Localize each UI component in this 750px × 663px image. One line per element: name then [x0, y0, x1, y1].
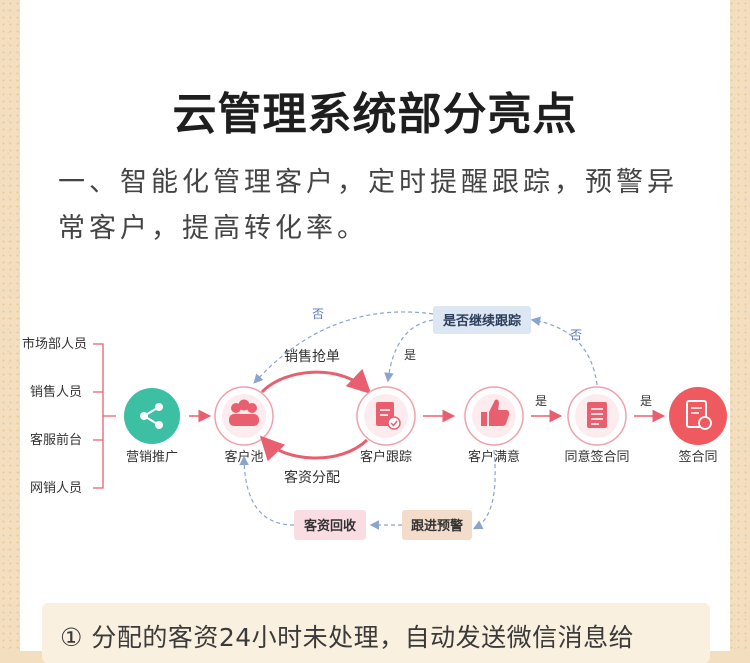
edge-label-yes-2: 是 — [535, 394, 547, 408]
thumbs-up-icon — [481, 399, 510, 426]
arrow-continue-no — [253, 311, 434, 384]
list-document-icon — [587, 402, 607, 428]
edge-label-allocate: 客资分配 — [284, 469, 340, 486]
arrow-recycle-pool — [239, 455, 295, 526]
box-label-continue-follow: 是否继续跟踪 — [442, 313, 521, 329]
node-follow: 客户跟踪 — [356, 386, 416, 465]
source-item: 销售人员 — [30, 384, 82, 400]
edge-label-grab: 销售抢单 — [284, 348, 340, 365]
users-icon — [229, 399, 259, 426]
arrow-satisfied-warning — [472, 449, 496, 530]
box-recycle — [294, 510, 366, 540]
crm-flow-diagram: 市场部人员 销售人员 客服前台 网销人员 营销推广 客户池 销售抢单 客资分配 — [22, 306, 727, 540]
node-sign: 签合同 — [669, 387, 727, 465]
node-marketing: 营销推广 — [124, 388, 180, 465]
arrow-allocate — [259, 435, 369, 462]
box-continue-follow — [433, 306, 531, 334]
arrow-continue-yes — [384, 319, 434, 383]
node-label-pool: 客户池 — [224, 449, 263, 465]
edge-label-no-1: 否 — [312, 307, 324, 321]
source-item: 市场部人员 — [22, 336, 87, 352]
contract-seal-icon — [686, 400, 712, 430]
node-agree: 同意签合同 — [564, 386, 630, 465]
arrow-grab — [260, 368, 372, 395]
edge-label-no-2: 否 — [570, 328, 582, 342]
document-check-icon — [376, 402, 401, 430]
box-label-follow-warning: 跟进预警 — [411, 518, 463, 534]
box-label-recycle: 客资回收 — [304, 518, 357, 534]
edge-label-yes-1: 是 — [404, 348, 416, 362]
edge-label-yes-3: 是 — [640, 394, 652, 408]
node-label-sign: 签合同 — [678, 449, 717, 465]
arrow-agree-no — [530, 316, 598, 386]
source-list: 市场部人员 销售人员 客服前台 网销人员 — [22, 336, 116, 496]
share-icon — [140, 403, 163, 429]
node-label-satisfied: 客户满意 — [468, 449, 520, 465]
node-label-agree: 同意签合同 — [564, 449, 629, 465]
content-card — [20, 0, 730, 651]
node-label-follow: 客户跟踪 — [360, 449, 412, 465]
node-label-marketing: 营销推广 — [126, 450, 178, 465]
source-item: 网销人员 — [30, 481, 82, 496]
box-follow-warning — [402, 510, 472, 540]
feature-banner-text: ① 分配的客资24小时未处理，自动发送微信消息给 — [60, 623, 635, 652]
node-pool: 客户池 — [214, 386, 274, 465]
node-satisfied: 客户满意 — [464, 386, 524, 465]
page-title: 云管理系统部分亮点 — [172, 89, 578, 140]
source-bracket — [93, 343, 116, 489]
source-item: 客服前台 — [30, 432, 82, 448]
intro-paragraph: 一、智能化管理客户，定时提醒跟踪，预警异常客户，提高转化率。 — [58, 167, 678, 244]
